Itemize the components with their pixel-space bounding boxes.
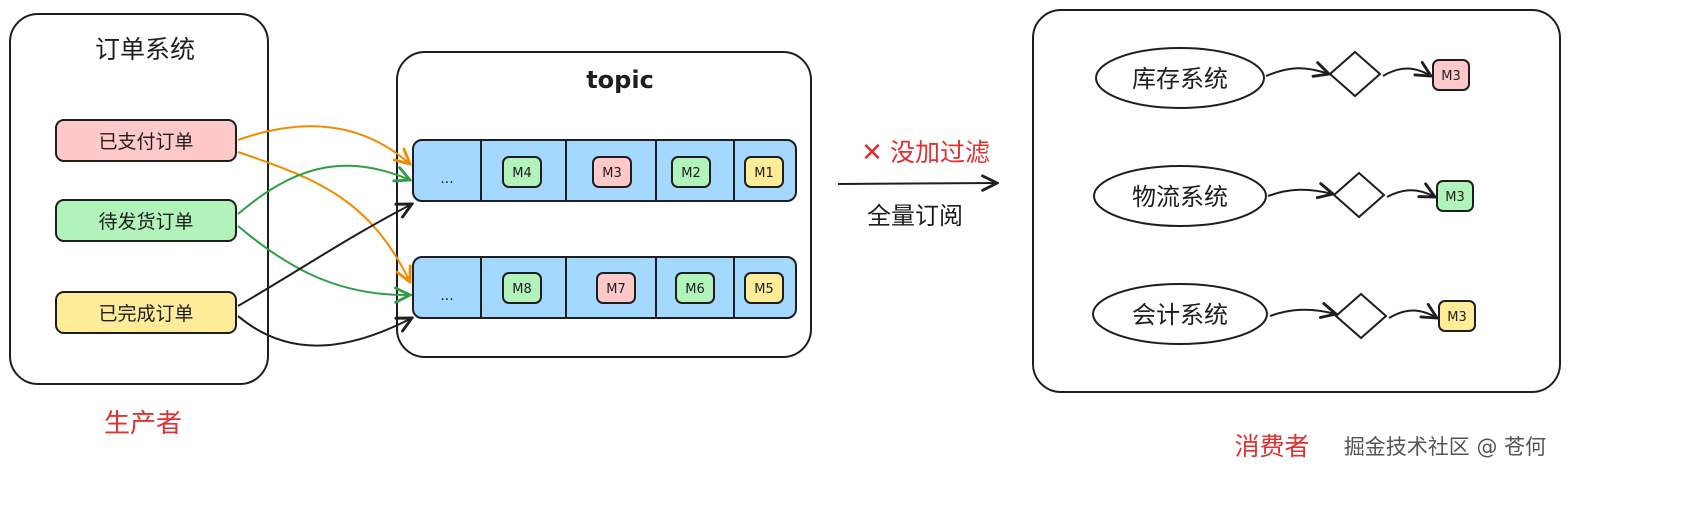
- topic-title: topic: [586, 66, 654, 94]
- logistics-message: [1436, 180, 1474, 212]
- order-paid-box: [55, 119, 237, 162]
- producer-caption: 生产者: [104, 409, 182, 439]
- inventory-system-label: 库存系统: [1132, 65, 1228, 93]
- message-m2: [671, 156, 711, 188]
- accounting-filter-diamond: [1334, 292, 1388, 340]
- accounting-message-label: M3: [1447, 310, 1467, 325]
- message-m1: [744, 156, 784, 188]
- accounting-system-node: [1092, 283, 1268, 345]
- arrow-shipping-to-partition-1: [237, 164, 410, 215]
- consumer-caption: 消费者: [1234, 432, 1309, 461]
- arrow-done-to-partition-2: [237, 315, 412, 347]
- message-m6-label: M6: [685, 282, 705, 297]
- message-m7-label: M7: [606, 282, 626, 297]
- message-m4-label: M4: [512, 166, 532, 181]
- arrow-shipping-to-partition-2: [237, 225, 410, 295]
- accounting-arrow-to-message: [1388, 311, 1437, 319]
- message-m7: [596, 272, 636, 304]
- watermark: 掘金技术社区 @ 苍何: [1344, 435, 1546, 459]
- arrow-done-to-partition-1: [237, 204, 412, 307]
- inventory-arrow-to-message: [1382, 69, 1431, 77]
- producer-box: [9, 13, 269, 385]
- arrow-paid-to-partition-1: [237, 125, 410, 164]
- order-done: 已完成订单: [55, 291, 237, 334]
- no-filter-mark: ✕: [861, 138, 883, 168]
- logistics-filter-diamond: [1332, 171, 1386, 219]
- message-m4: [502, 156, 542, 188]
- message-m8-label: M8: [512, 282, 532, 297]
- partition-2: ... M8 M7 M6 M5: [412, 256, 797, 319]
- order-shipping: 待发货订单: [55, 199, 237, 242]
- logistics-arrow-to-filter: [1267, 190, 1333, 196]
- inventory-message-label: M3: [1441, 69, 1461, 84]
- inventory-system-node: [1095, 47, 1265, 109]
- message-m1-label: M1: [754, 166, 774, 181]
- order-paid: 已支付订单: [55, 119, 237, 162]
- order-done-box: [55, 291, 237, 334]
- inventory-message: [1432, 59, 1470, 91]
- message-m8: [502, 272, 542, 304]
- logistics-arrow-to-message: [1386, 190, 1435, 197]
- order-shipping-label: 待发货订单: [98, 211, 193, 233]
- consumer-inventory: 库存系统 M3: [1095, 47, 1470, 109]
- inventory-filter-diamond: [1328, 50, 1382, 98]
- message-m2-label: M2: [681, 166, 701, 181]
- accounting-message: [1438, 300, 1476, 332]
- accounting-arrow-to-filter: [1269, 310, 1336, 316]
- message-m3: [592, 156, 632, 188]
- message-m5: [744, 272, 784, 304]
- logistics-system-label: 物流系统: [1132, 183, 1228, 211]
- consumer-box: [1032, 9, 1561, 393]
- subscription-mode-label: 全量订阅: [867, 202, 963, 230]
- message-m3-label: M3: [602, 166, 622, 181]
- message-m5-label: M5: [754, 282, 774, 297]
- no-filter-label: 没加过滤: [890, 138, 990, 167]
- arrow-paid-to-partition-2: [237, 151, 410, 282]
- message-m6: [675, 272, 715, 304]
- consumer-accounting: 会计系统 M3: [1092, 283, 1476, 345]
- accounting-system-label: 会计系统: [1132, 301, 1228, 329]
- order-paid-label: 已支付订单: [98, 131, 193, 153]
- producer-title: 订单系统: [95, 35, 195, 64]
- consumer-logistics: 物流系统 M3: [1093, 165, 1474, 227]
- partition-2-ellipsis: ...: [440, 288, 453, 304]
- partition-1-ellipsis: ...: [440, 171, 453, 187]
- logistics-system-node: [1093, 165, 1267, 227]
- order-done-label: 已完成订单: [98, 303, 193, 325]
- order-shipping-box: [55, 199, 237, 242]
- inventory-arrow-to-filter: [1265, 68, 1329, 76]
- logistics-message-label: M3: [1445, 190, 1465, 205]
- subscription-arrow: [837, 183, 997, 184]
- partition-1: ... M4 M3 M2 M1: [412, 139, 797, 202]
